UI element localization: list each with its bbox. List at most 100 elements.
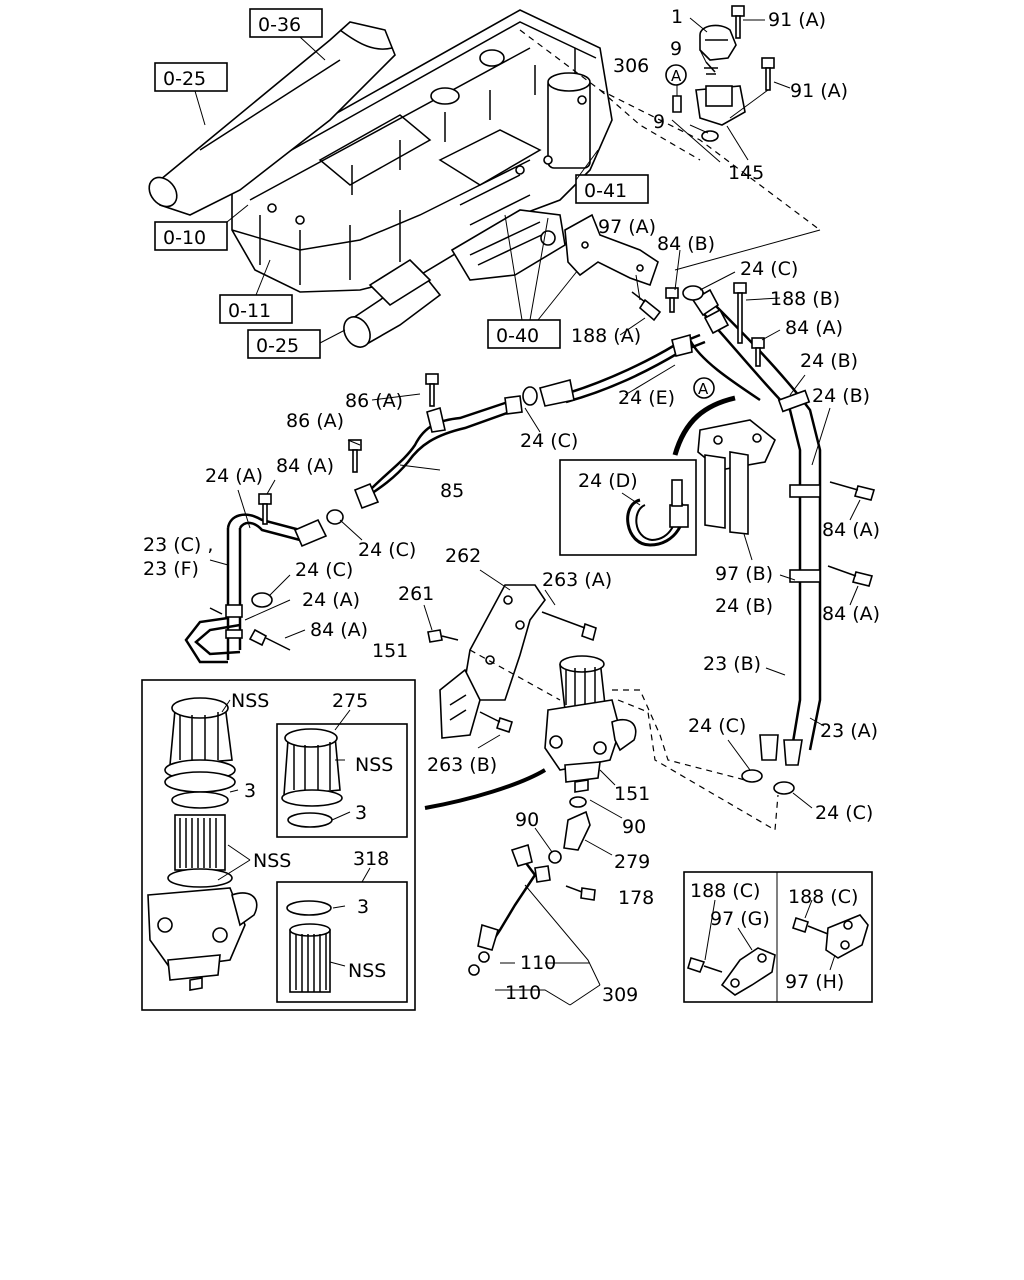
label-24a-upper: 24 (A) <box>205 465 263 487</box>
ref-box-0-25-lower: 0-25 <box>247 329 321 359</box>
bolt-261 <box>427 629 459 643</box>
label-97b: 97 (B) <box>715 563 773 585</box>
intake-duct <box>148 21 396 216</box>
label-178: 178 <box>618 887 654 909</box>
clip-24c-mid <box>326 509 344 525</box>
label-9-upper: 9 <box>670 38 682 60</box>
ref-box-0-41: 0-41 <box>575 174 649 204</box>
ref-label-0-25-lower: 0-25 <box>256 335 299 357</box>
label-nss-box275: NSS <box>355 754 393 776</box>
ref-label-0-36: 0-36 <box>258 14 301 36</box>
label-188a: 188 (A) <box>571 325 641 347</box>
label-151-filter: 151 <box>614 783 650 805</box>
label-24d: 24 (D) <box>578 470 638 492</box>
bolt-91a-top <box>731 5 745 39</box>
label-1: 1 <box>671 6 683 28</box>
label-3-box318: 3 <box>357 896 369 918</box>
label-90-left: 90 <box>515 809 539 831</box>
bracket-97a <box>564 213 659 287</box>
detail-box-275 <box>276 723 408 838</box>
label-24c-mid-upper: 24 (C) <box>520 430 578 452</box>
label-nss-box151: NSS <box>231 690 269 712</box>
label-84a-left-upper: 84 (A) <box>276 455 334 477</box>
label-263a: 263 (A) <box>542 569 612 591</box>
label-91a-top: 91 (A) <box>768 9 826 31</box>
bolt-178 <box>565 885 596 901</box>
label-24a-lower: 24 (A) <box>302 589 360 611</box>
label-306: 306 <box>613 55 649 77</box>
label-23c: 23 (C) , <box>143 534 213 556</box>
label-24e: 24 (E) <box>618 387 675 409</box>
label-24c-pipe-right: 24 (C) <box>815 802 873 824</box>
detail-box-97g-97h <box>683 871 873 1003</box>
label-84b: 84 (B) <box>657 233 715 255</box>
label-24c-pipe-left: 24 (C) <box>688 715 746 737</box>
ref-label-0-11: 0-11 <box>228 300 271 322</box>
label-23a: 23 (A) <box>820 720 878 742</box>
label-nss-element: NSS <box>253 850 291 872</box>
bolt-84a-right-1 <box>829 481 876 501</box>
label-262: 262 <box>445 545 481 567</box>
label-84a-left-lower: 84 (A) <box>310 619 368 641</box>
label-110-upper: 110 <box>520 952 556 974</box>
label-309: 309 <box>602 984 638 1006</box>
label-3-box151: 3 <box>244 780 256 802</box>
label-24b-lower: 24 (B) <box>715 595 773 617</box>
label-24b-upper: 24 (B) <box>800 350 858 372</box>
label-318: 318 <box>353 848 389 870</box>
clip-24c-upper <box>682 285 704 301</box>
label-90-right: 90 <box>622 816 646 838</box>
engine-assembly <box>231 9 613 293</box>
label-263b: 263 (B) <box>427 754 497 776</box>
bolt-263b <box>479 711 513 734</box>
bolt-188b <box>733 282 747 344</box>
label-145: 145 <box>728 162 764 184</box>
fuel-pipe-23c <box>184 513 328 664</box>
label-86a-upper: 86 (A) <box>345 390 403 412</box>
clip-24c-left <box>251 592 273 608</box>
ref-label-0-40: 0-40 <box>496 325 539 347</box>
label-188c-left: 188 (C) <box>690 880 760 902</box>
detail-box-24d <box>559 459 697 556</box>
fuel-pipes-right <box>688 288 822 795</box>
bolt-86a-upper <box>425 373 439 407</box>
label-110-lower: 110 <box>505 982 541 1004</box>
ref-label-0-25-upper: 0-25 <box>163 68 206 90</box>
ref-box-0-11: 0-11 <box>219 294 293 324</box>
fuel-filter-151 <box>544 655 637 793</box>
label-279: 279 <box>614 851 650 873</box>
connector-90 <box>569 796 623 819</box>
label-nss-box318: NSS <box>348 960 386 982</box>
fuel-pipe-85 <box>353 333 706 510</box>
ref-box-0-25-upper: 0-25 <box>154 62 228 92</box>
label-275: 275 <box>332 690 368 712</box>
bolt-84a-left-lower <box>248 628 291 651</box>
label-91a-right: 91 (A) <box>790 80 848 102</box>
label-261: 261 <box>398 583 434 605</box>
callout-labels: 1 91 (A) 9 306 A 91 (A) 9 145 97 (A) 84 … <box>143 6 880 1006</box>
bolt-84b <box>665 287 679 313</box>
hose-279 <box>563 810 613 856</box>
label-84a-upper-right: 84 (A) <box>785 317 843 339</box>
label-23b: 23 (B) <box>703 653 761 675</box>
lower-intake-pipe <box>343 258 442 348</box>
label-a-marker-mid: A <box>698 380 709 398</box>
label-151-box: 151 <box>372 640 408 662</box>
bolt-91a-right <box>761 57 775 91</box>
label-188b: 188 (B) <box>770 288 840 310</box>
detail-box-318 <box>276 881 408 1003</box>
bracket-97b <box>697 419 776 561</box>
label-85: 85 <box>440 480 464 502</box>
label-97h: 97 (H) <box>785 971 844 993</box>
ref-box-0-36: 0-36 <box>249 8 323 38</box>
label-23f: 23 (F) <box>143 558 199 580</box>
bolt-188a <box>631 291 662 322</box>
label-84a-right-1: 84 (A) <box>822 519 880 541</box>
ref-box-0-40: 0-40 <box>487 319 561 349</box>
label-24b-right: 24 (B) <box>812 385 870 407</box>
label-24c-left: 24 (C) <box>295 559 353 581</box>
ref-box-0-10: 0-10 <box>154 221 228 251</box>
bolt-84a-upper-right <box>751 337 765 367</box>
label-a-marker-top: A <box>671 67 682 85</box>
